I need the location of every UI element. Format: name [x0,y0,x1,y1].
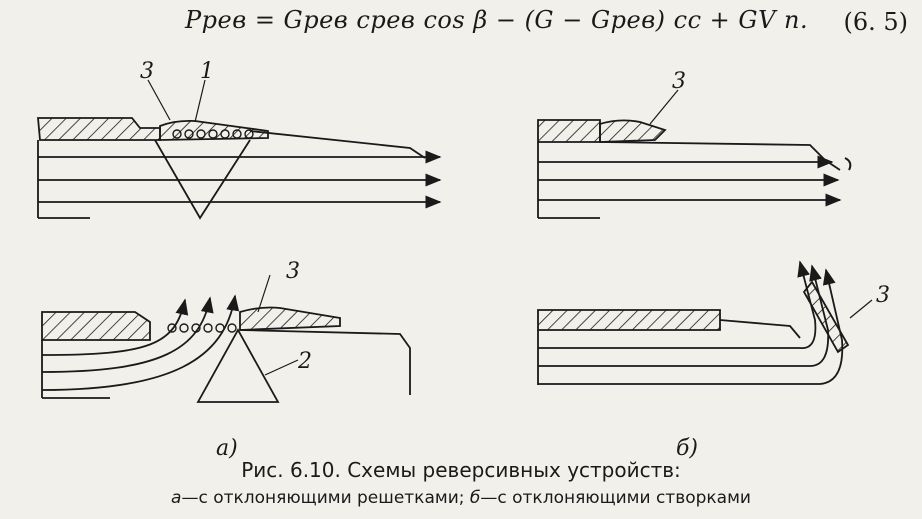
diagram-b-top [537,89,852,219]
label-a-2: 2 [297,349,312,374]
figure-caption-title: Рис. 6.10. Схемы реверсивных устройств: [241,458,681,482]
label-a-1: 1 [200,59,214,84]
label-a-3: 3 [140,59,154,84]
diagram-a-bottom [41,274,411,403]
label-b-3b: 3 [876,283,890,308]
diagram-b-bottom [537,260,873,385]
figure-caption-sub: а—с отклоняющими решетками; б—с отклоняю… [0,488,922,508]
flap-hatched-b-bottom [802,280,850,354]
triangle-deflector-2 [196,328,280,403]
casing-hatched-left [37,117,161,141]
caption-part-b-text: —с отклоняющими створками [480,488,751,508]
caption-b-letter: б) [676,436,698,461]
label-b-3: 3 [672,69,686,94]
caption-part-a-letter: а [171,488,182,508]
cascade-blades-1 [172,129,254,139]
v-deflector [154,139,251,220]
formula: Pрев = Gрев cрев cos β − (G − Gрев) cс +… [185,6,809,34]
equation-number: (6. 5) [843,8,908,36]
caption-part-b-letter: б [469,488,481,508]
casing-hatched-right-bottom [239,306,341,331]
caption-a-letter: а) [216,436,238,461]
label-a-3b: 3 [286,259,300,284]
diagram-a-top [37,79,442,220]
casing-hatched-left-bottom [41,311,151,341]
caption-part-a-text: —с отклоняющими решетками; [181,488,465,508]
flap-hatched-b-top [599,119,667,143]
